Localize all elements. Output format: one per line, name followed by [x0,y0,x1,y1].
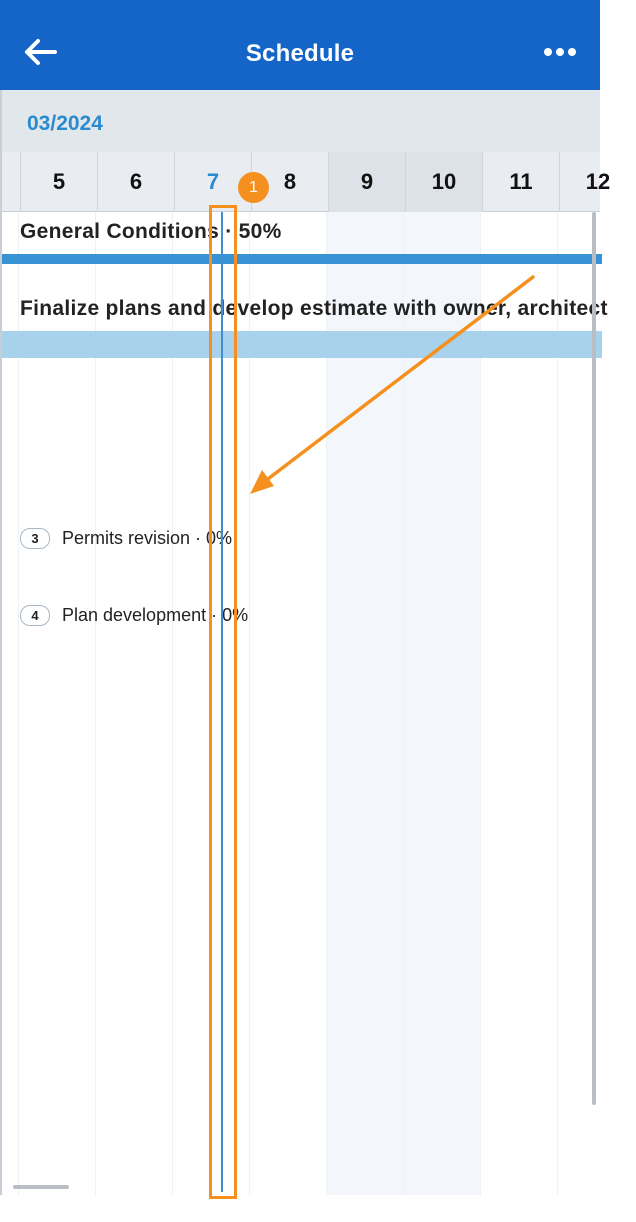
grid-line [249,212,250,1195]
subtask-label: Permits revision · 0% [62,528,233,548]
schedule-grid: General Conditions · 50% Finalize plans … [0,212,607,1195]
grid-line [95,212,96,1195]
day-cell[interactable]: 6 [97,152,174,212]
day-cell-weekend[interactable]: 9 [328,152,405,212]
more-button[interactable] [538,36,582,68]
today-line [221,212,223,1192]
task-title-general-conditions[interactable]: General Conditions · 50% [20,220,282,243]
grid-line [172,212,173,1195]
subtask-number-badge: 4 [20,605,50,626]
day-cell-today[interactable]: 7 [174,152,251,212]
day-cell-weekend[interactable]: 10 [405,152,482,212]
day-cell[interactable]: 12 [559,152,636,212]
annotation-number-badge: 1 [238,172,269,203]
grid-line [18,212,19,1195]
grid-line [480,212,481,1195]
vertical-scrollbar[interactable] [592,212,596,1105]
month-bar: 03/2024 [0,90,600,152]
back-button[interactable] [18,30,62,74]
task-bar-general-conditions[interactable] [2,254,602,264]
day-cell[interactable]: 5 [20,152,97,212]
grid-line [403,212,404,1195]
subtask-permits-revision[interactable]: 3 Permits revision · 0% [20,528,232,549]
horizontal-scrollbar[interactable] [13,1185,69,1189]
task-bar-finalize-plans[interactable] [2,331,602,358]
app-bar: Schedule [0,0,600,90]
arrow-left-icon [25,39,57,65]
month-label[interactable]: 03/2024 [27,112,103,135]
subtask-number-badge: 3 [20,528,50,549]
grid-line [557,212,558,1195]
annotation-highlight-box [209,205,237,1199]
page-title: Schedule [245,40,355,67]
subtask-plan-development[interactable]: 4 Plan development · 0% [20,605,248,626]
subtask-label: Plan development · 0% [62,605,249,625]
day-cell[interactable]: 11 [482,152,559,212]
grid-line [326,212,327,1195]
more-horizontal-icon [544,48,576,56]
task-title-finalize-plans[interactable]: Finalize plans and develop estimate with… [20,297,608,320]
day-header: 5 6 7 8 9 10 11 12 [0,152,610,212]
